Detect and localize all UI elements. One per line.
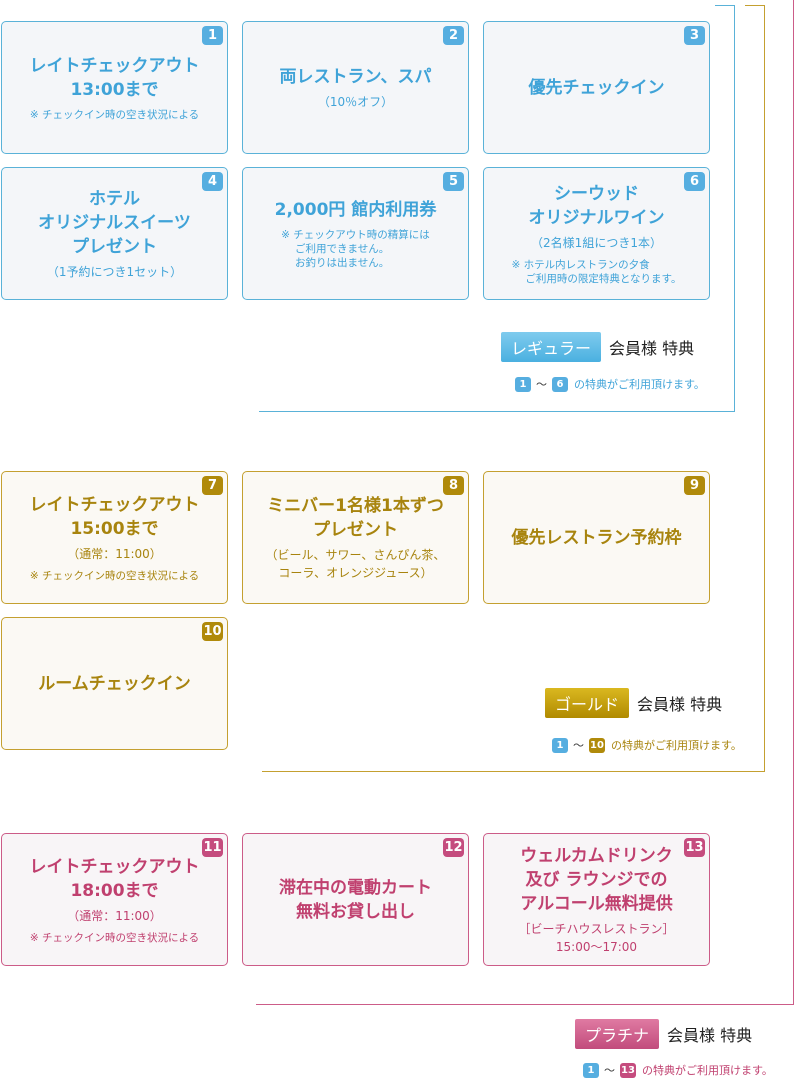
benefit-number: 13 [684, 838, 705, 857]
benefit-card-7: 7 レイトチェックアウト 15:00まで （通常：11:00） ※ チェックイン… [1, 471, 228, 604]
benefit-card-11: 11 レイトチェックアウト 18:00まで （通常：11:00） ※ チェックイ… [1, 833, 228, 966]
benefit-number: 12 [443, 838, 464, 857]
benefit-note: ※ ホテル内レストランの夕食 ご利用時の限定特典となります。 [511, 258, 682, 285]
benefit-title: シーウッド オリジナルワイン [528, 183, 665, 228]
member-benefit-label: 会員様 特典 [667, 1026, 753, 1045]
benefit-sub: （2名様1組につき1本） [531, 235, 662, 250]
benefit-title: 2,000円 館内利用券 [274, 199, 437, 220]
range-tilde: ～ [604, 1064, 615, 1077]
benefit-sub: ［ビーチハウスレストラン］ 15:00～17:00 [518, 921, 675, 954]
benefit-card-5: 5 2,000円 館内利用券 ※ チェックアウト時の精算には ご利用できません。… [242, 167, 469, 300]
gold-tier-label: ゴールド 会員様 特典 [545, 688, 722, 718]
benefit-note: ※ チェックイン時の空き状況による [29, 931, 200, 944]
benefit-number: 7 [202, 476, 223, 495]
range-text: の特典がご利用頂けます。 [574, 378, 705, 391]
benefit-sub: （通常：11:00） [67, 908, 162, 923]
range-text: の特典がご利用頂けます。 [611, 739, 742, 752]
regular-tier-label: レギュラー 会員様 特典 [501, 332, 694, 362]
range-end-number: 6 [552, 376, 568, 392]
regular-bracket-right [734, 5, 735, 412]
benefit-title: ミニバー1名様1本ずつ プレゼント [267, 495, 444, 540]
platinum-bracket-right [793, 0, 794, 1005]
regular-bracket-bottom [259, 411, 735, 412]
platinum-badge: プラチナ [575, 1019, 660, 1049]
range-end-number: 13 [620, 1062, 636, 1078]
member-benefit-label: 会員様 特典 [637, 695, 723, 714]
range-end-number: 10 [589, 737, 605, 753]
benefit-title: ルームチェックイン [38, 673, 191, 694]
benefit-card-1: 1 レイトチェックアウト 13:00まで ※ チェックイン時の空き状況による [1, 21, 228, 154]
benefit-number: 11 [202, 838, 223, 857]
benefit-sub: （ビール、サワー、さんぴん茶、 コーラ、オレンジジュース） [265, 547, 446, 580]
range-start-number: 1 [552, 737, 568, 753]
benefit-title: レイトチェックアウト 18:00まで [29, 856, 200, 901]
benefit-sub: （10％オフ） [317, 94, 394, 109]
benefit-note: ※ チェックイン時の空き状況による [29, 569, 200, 582]
benefit-card-13: 13 ウェルカムドリンク 及び ラウンジでの アルコール無料提供 ［ビーチハウス… [483, 833, 710, 966]
regular-bracket-top [715, 5, 735, 6]
benefit-note: ※ チェックアウト時の精算には ご利用できません。 お釣りは出ません。 [281, 228, 430, 269]
benefit-card-6: 6 シーウッド オリジナルワイン （2名様1組につき1本） ※ ホテル内レストラ… [483, 167, 710, 300]
platinum-range-note: 1 ～ 13 の特典がご利用頂けます。 [583, 1062, 773, 1078]
benefit-number: 4 [202, 172, 223, 191]
gold-badge: ゴールド [545, 688, 630, 718]
platinum-bracket-bottom [256, 1004, 794, 1005]
benefit-card-12: 12 滞在中の電動カート 無料お貸し出し [242, 833, 469, 966]
benefit-number: 10 [202, 622, 223, 641]
benefit-sub: （通常：11:00） [67, 546, 162, 561]
benefit-title: ホテル オリジナルスイーツ プレゼント [38, 188, 191, 257]
benefit-title: 優先チェックイン [528, 77, 665, 98]
gold-bracket-top [745, 5, 765, 6]
gold-bracket-right [764, 5, 765, 772]
gold-bracket-bottom [262, 771, 765, 772]
benefit-number: 5 [443, 172, 464, 191]
benefit-title: レイトチェックアウト 15:00まで [29, 494, 200, 539]
benefit-card-4: 4 ホテル オリジナルスイーツ プレゼント （1予約につき1セット） [1, 167, 228, 300]
regular-range-note: 1 ～ 6 の特典がご利用頂けます。 [515, 376, 705, 392]
gold-range-note: 1 ～ 10 の特典がご利用頂けます。 [552, 737, 742, 753]
benefit-title: 両レストラン、スパ [279, 66, 432, 87]
regular-badge: レギュラー [501, 332, 602, 362]
benefit-card-10: 10 ルームチェックイン [1, 617, 228, 750]
benefit-card-3: 3 優先チェックイン [483, 21, 710, 154]
benefit-card-9: 9 優先レストラン予約枠 [483, 471, 710, 604]
platinum-tier-label: プラチナ 会員様 特典 [575, 1019, 752, 1049]
benefit-title: 優先レストラン予約枠 [511, 527, 682, 548]
benefit-number: 1 [202, 26, 223, 45]
benefit-sub: （1予約につき1セット） [46, 264, 183, 279]
benefit-title: レイトチェックアウト 13:00まで [29, 55, 200, 100]
range-start-number: 1 [583, 1062, 599, 1078]
range-tilde: ～ [573, 739, 584, 752]
benefit-number: 3 [684, 26, 705, 45]
benefit-number: 8 [443, 476, 464, 495]
benefit-card-8: 8 ミニバー1名様1本ずつ プレゼント （ビール、サワー、さんぴん茶、 コーラ、… [242, 471, 469, 604]
benefit-number: 9 [684, 476, 705, 495]
benefit-title: 滞在中の電動カート 無料お貸し出し [279, 877, 432, 922]
benefit-number: 6 [684, 172, 705, 191]
range-tilde: ～ [536, 378, 547, 391]
benefit-card-2: 2 両レストラン、スパ （10％オフ） [242, 21, 469, 154]
benefit-number: 2 [443, 26, 464, 45]
range-start-number: 1 [515, 376, 531, 392]
range-text: の特典がご利用頂けます。 [642, 1064, 773, 1077]
member-benefit-label: 会員様 特典 [609, 339, 695, 358]
benefit-note: ※ チェックイン時の空き状況による [29, 108, 200, 121]
benefit-title: ウェルカムドリンク 及び ラウンジでの アルコール無料提供 [520, 845, 673, 914]
